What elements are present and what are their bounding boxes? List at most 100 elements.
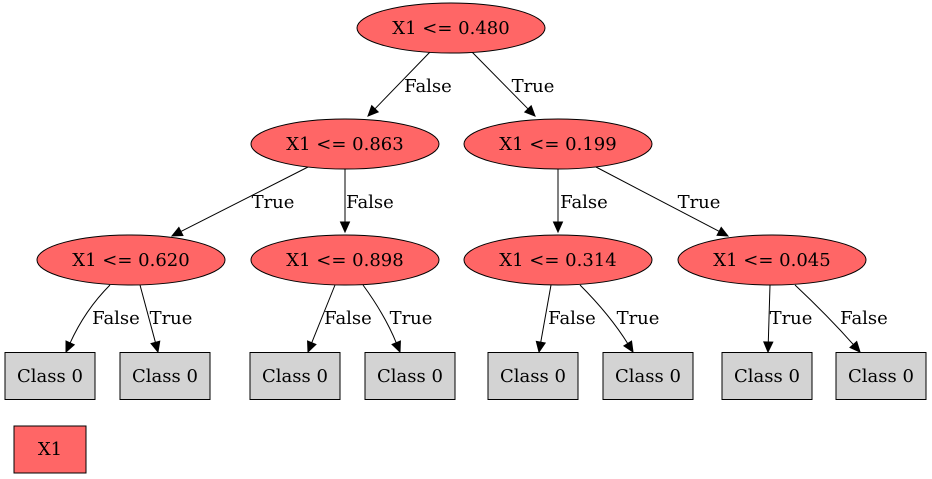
edge-n5-l5: True — [579, 284, 660, 354]
leaf-node-label: Class 0 — [17, 366, 83, 387]
leaf-node-label: Class 0 — [615, 366, 681, 387]
edge-n4-l3: True — [362, 284, 433, 354]
leaf-node-label: Class 0 — [377, 366, 443, 387]
split-node-shape — [250, 118, 440, 170]
leaf-node: Class 0 — [835, 352, 927, 400]
edge-label: True — [678, 192, 721, 213]
arrowhead-icon — [391, 340, 401, 354]
edge-n1-n3: True — [170, 166, 309, 237]
arrowhead-icon — [523, 104, 536, 117]
edge-label: True — [150, 308, 193, 329]
split-node: X1 <= 0.199 — [463, 118, 653, 170]
split-node: X1 <= 0.480 — [356, 2, 546, 54]
edge-line — [794, 284, 855, 346]
edge-label: True — [252, 192, 295, 213]
edge-line — [362, 284, 398, 344]
edge-line — [540, 284, 552, 344]
leaf-node: Class 0 — [602, 352, 694, 400]
leaf-node: Class 0 — [119, 352, 211, 400]
arrowhead-icon — [535, 340, 547, 354]
edge-line — [373, 51, 431, 110]
edge-n0-n2: True — [471, 51, 555, 117]
edge-n3-l1: True — [139, 284, 193, 354]
nodes-layer: X1 <= 0.480 X1 <= 0.863 X1 <= 0.199 X1 <= 0… — [4, 2, 927, 400]
arrowhead-icon — [849, 340, 861, 353]
arrowhead-icon — [170, 226, 184, 237]
arrowhead-icon — [65, 340, 76, 354]
edge-line — [579, 284, 629, 345]
edge-label: False — [404, 76, 452, 97]
legend-swatch — [13, 425, 87, 474]
leaf-node-shape — [602, 352, 694, 400]
edge-n0-n1: False — [367, 51, 452, 117]
edge-line — [767, 284, 771, 344]
leaf-node-shape — [364, 352, 456, 400]
edge-line — [179, 166, 309, 233]
arrowhead-icon — [367, 104, 380, 117]
legend: X1 — [13, 425, 87, 474]
split-node-label: X1 <= 0.314 — [499, 250, 616, 271]
leaf-node: Class 0 — [4, 352, 96, 400]
leaf-node: Class 0 — [249, 352, 341, 400]
edge-label: False — [346, 192, 394, 213]
edge-n4-l2: False — [307, 284, 372, 354]
edge-label: True — [390, 308, 433, 329]
edge-label: True — [617, 308, 660, 329]
edge-label: False — [560, 192, 608, 213]
leaf-node: Class 0 — [721, 352, 813, 400]
edge-line — [595, 166, 721, 233]
split-node-shape — [250, 234, 440, 286]
edge-line — [310, 284, 336, 344]
leaf-node-label: Class 0 — [734, 366, 800, 387]
edge-n6-l7: False — [794, 284, 888, 353]
split-node-label: X1 <= 0.199 — [499, 134, 616, 155]
edge-n2-n6: True — [595, 166, 730, 237]
split-node: X1 <= 0.863 — [250, 118, 440, 170]
split-node-label: X1 <= 0.863 — [286, 134, 403, 155]
leaf-node-shape — [835, 352, 927, 400]
split-node: X1 <= 0.620 — [36, 234, 226, 286]
edge-line — [69, 284, 111, 345]
leaf-node-label: Class 0 — [500, 366, 566, 387]
split-node-label: X1 <= 0.045 — [713, 250, 830, 271]
edge-label: False — [548, 308, 596, 329]
leaf-node-label: Class 0 — [848, 366, 914, 387]
leaf-node-shape — [119, 352, 211, 400]
leaf-node-label: Class 0 — [262, 366, 328, 387]
edge-label: True — [512, 76, 555, 97]
edge-n2-n5: False — [552, 169, 608, 234]
split-node-shape — [36, 234, 226, 286]
legend-label: X1 — [38, 439, 62, 460]
leaf-node-shape — [249, 352, 341, 400]
edge-label: False — [324, 308, 372, 329]
edge-label: True — [770, 308, 813, 329]
edge-line — [139, 284, 157, 344]
edge-label: False — [92, 308, 140, 329]
arrowhead-icon — [716, 226, 730, 237]
split-node: X1 <= 0.898 — [250, 234, 440, 286]
leaf-node-shape — [721, 352, 813, 400]
leaf-node-shape — [4, 352, 96, 400]
leaf-node: Class 0 — [364, 352, 456, 400]
leaf-node: Class 0 — [487, 352, 579, 400]
arrowhead-icon — [622, 340, 634, 354]
split-node: X1 <= 0.045 — [677, 234, 867, 286]
leaf-node-shape — [487, 352, 579, 400]
edge-line — [471, 51, 530, 110]
split-node: X1 <= 0.314 — [463, 234, 653, 286]
split-node-label: X1 <= 0.480 — [392, 18, 509, 39]
split-node-shape — [463, 234, 653, 286]
split-node-shape — [463, 118, 653, 170]
split-node-label: X1 <= 0.898 — [286, 250, 403, 271]
split-node-shape — [677, 234, 867, 286]
arrowhead-icon — [150, 340, 161, 354]
arrowhead-icon — [307, 340, 317, 354]
edge-label: False — [840, 308, 888, 329]
split-node-shape — [356, 2, 546, 54]
edge-n1-n4: False — [339, 169, 394, 234]
edge-n6-l6: True — [763, 284, 813, 354]
arrowhead-icon — [339, 221, 351, 234]
split-node-label: X1 <= 0.620 — [72, 250, 189, 271]
